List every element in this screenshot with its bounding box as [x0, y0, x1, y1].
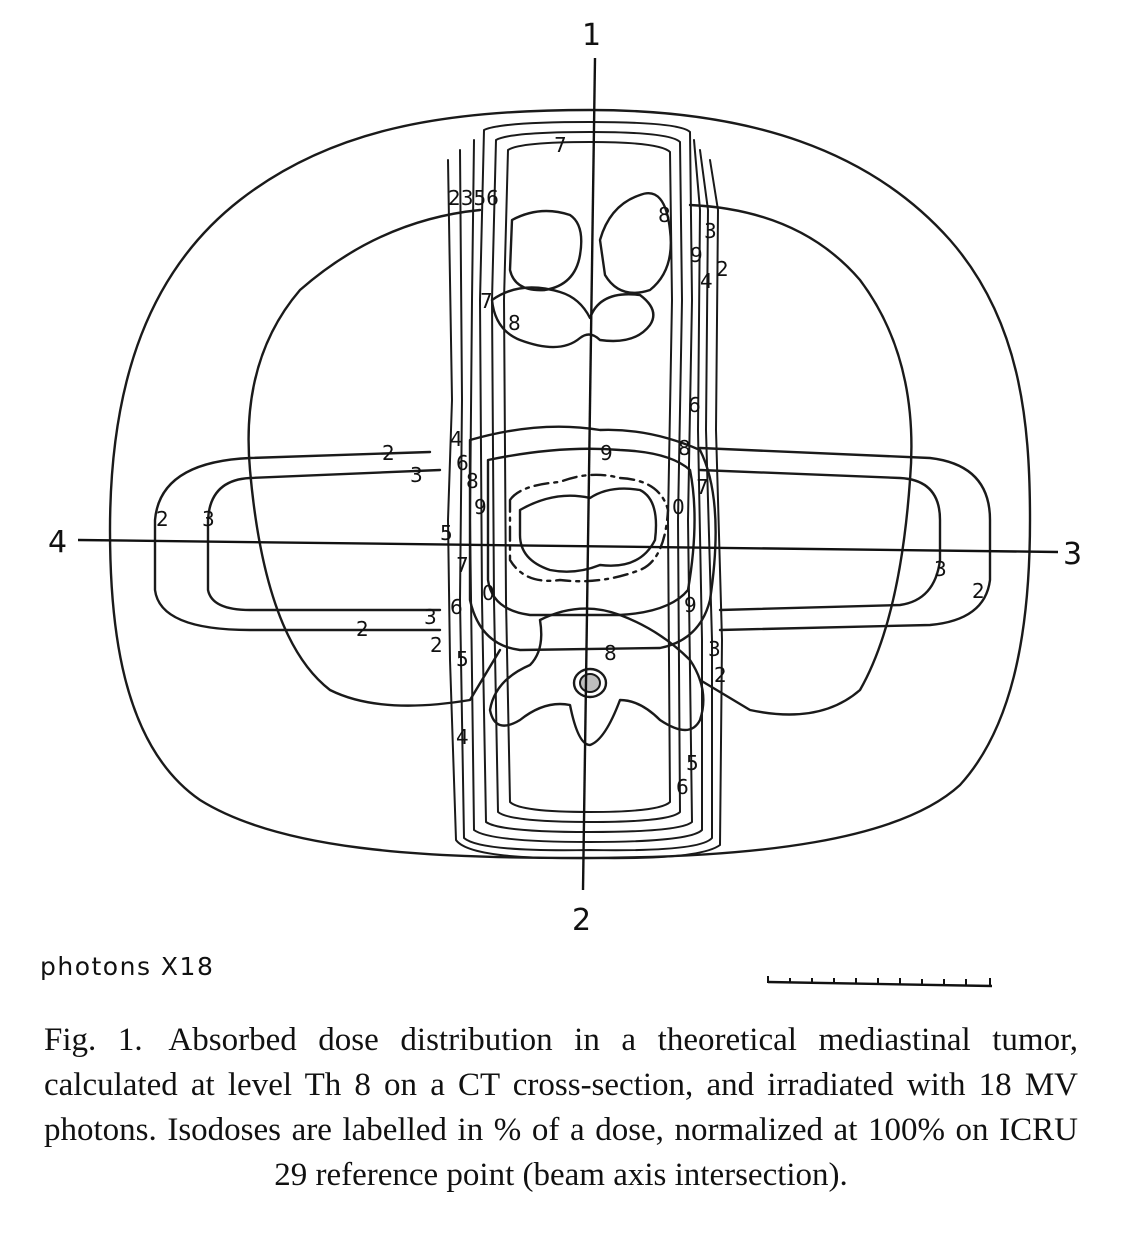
outer-isodose-loops [247, 203, 913, 716]
axis-label-1: 1 [582, 18, 601, 53]
isodose-label: 3 [410, 463, 423, 487]
lower-isodoses [488, 607, 705, 747]
isodose-label: 7 [480, 289, 493, 313]
isodose-label: 2 [156, 507, 169, 531]
isodose-label: 9 [474, 495, 487, 519]
dose-distribution-diagram: 1 2 3 4 2356 7 8 9 3 4 2 7 8 6 8 9 2 3 4… [48, 18, 1082, 988]
axis-label-3: 3 [1063, 537, 1082, 572]
isodose-label: 2 [716, 257, 729, 281]
isodose-labels: 2356 7 8 9 3 4 2 7 8 6 8 9 2 3 4 6 8 9 2… [156, 133, 985, 799]
isodose-label: 6 [450, 595, 463, 619]
isodose-label: 2356 [448, 186, 499, 210]
isodose-label: 3 [708, 637, 721, 661]
body-outline [108, 108, 1032, 860]
isodose-label: 5 [686, 751, 699, 775]
axis-line-vertical [581, 57, 597, 891]
axis-label-4: 4 [48, 525, 67, 560]
beam-type-label: photons X18 [40, 952, 215, 981]
beam-axes [77, 57, 1059, 891]
caption-text: Absorbed dose distribution in a theoreti… [44, 1022, 1078, 1193]
isodose-label: 8 [604, 641, 617, 665]
isodose-label: 3 [704, 219, 717, 243]
isodose-label: 8 [678, 436, 691, 460]
isodose-label: 3 [424, 605, 437, 629]
isodose-label: 8 [466, 469, 479, 493]
axis-label-2: 2 [572, 903, 591, 938]
isodose-label: 9 [690, 243, 703, 267]
isodose-label: 7 [456, 553, 469, 577]
isodose-label: 2 [714, 663, 727, 687]
isodose-label: 2 [430, 633, 443, 657]
isodose-label: 5 [440, 521, 453, 545]
isodose-label: 5 [456, 647, 469, 671]
isodose-label: 2 [972, 579, 985, 603]
isodose-label: 4 [700, 269, 713, 293]
isodose-label: 7 [554, 133, 567, 157]
isodose-label: 6 [676, 775, 689, 799]
isodose-label: 8 [508, 311, 521, 335]
scale-bar-ticks [767, 976, 993, 988]
isodose-label: 3 [934, 557, 947, 581]
isodose-label: 2 [356, 617, 369, 641]
isodose-label: 8 [658, 203, 671, 227]
upper-isodose-lobes [490, 192, 672, 349]
figure-caption: Fig. 1. Absorbed dose distribution in a … [44, 1018, 1078, 1198]
isodose-label: 2 [382, 441, 395, 465]
isodose-label: 4 [456, 725, 469, 749]
isodose-label: 7 [696, 475, 709, 499]
horizontal-beam-isodoses [153, 446, 992, 632]
axis-line-horizontal [77, 538, 1059, 554]
vertical-beam-isodoses [447, 121, 723, 860]
isodose-label: 9 [600, 441, 613, 465]
isodose-label: 3 [202, 507, 215, 531]
figure-number: Fig. 1. [44, 1022, 143, 1058]
isodose-label: 6 [456, 451, 469, 475]
central-isodoses [468, 425, 717, 652]
isodose-label: 6 [688, 393, 701, 417]
isodose-label: 0 [672, 495, 685, 519]
isodose-label: 9 [684, 593, 697, 617]
isodose-label: 0 [482, 581, 495, 605]
isodose-label: 4 [450, 427, 463, 451]
